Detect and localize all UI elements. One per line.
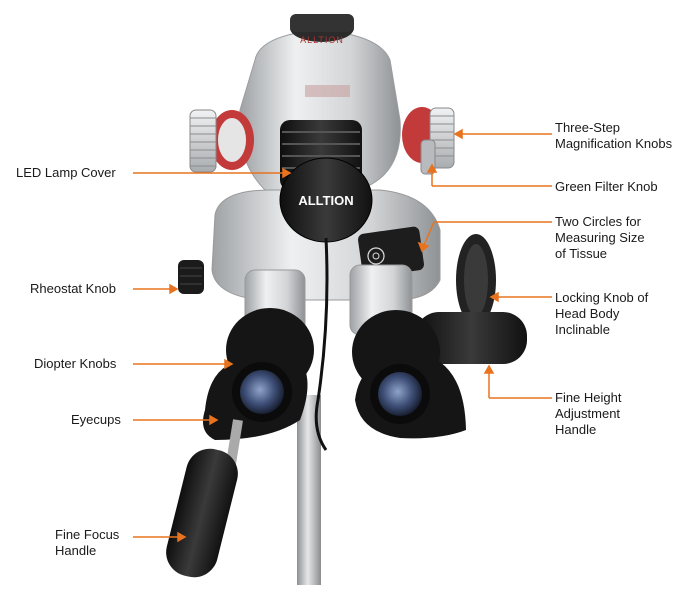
measuring-circle (367, 247, 385, 265)
label-locking-knob: Locking Knob of Head Body Inclinable (555, 290, 649, 337)
label-led-lamp-cover: LED Lamp Cover (16, 165, 116, 180)
left-magnification-knob (189, 109, 217, 173)
label-eyecups: Eyecups (71, 412, 121, 427)
label-fine-focus-handle: Fine Focus Handle (55, 527, 120, 558)
label-green-filter-knob: Green Filter Knob (555, 179, 658, 194)
cable (314, 237, 329, 451)
label-three-step-magnification-knobs: Three-Step Magnification Knobs (555, 120, 673, 151)
top-logo: ALLTION (300, 35, 344, 45)
label-two-circles: Two Circles for Measuring Size of Tissue (555, 214, 645, 261)
vent-dots (305, 85, 350, 97)
fine-focus-handle (166, 448, 238, 578)
lamp-logo: ALLTION (298, 193, 353, 208)
label-rheostat-knob: Rheostat Knob (30, 281, 117, 296)
rheostat-knob (178, 260, 204, 294)
leader-lines (133, 128, 552, 543)
right-magnification-knob (429, 107, 455, 169)
label-fine-height-handle: Fine Height Adjustment Handle (555, 390, 622, 437)
fine-height-handle (415, 312, 527, 364)
label-diopter-knobs: Diopter Knobs (34, 356, 117, 371)
